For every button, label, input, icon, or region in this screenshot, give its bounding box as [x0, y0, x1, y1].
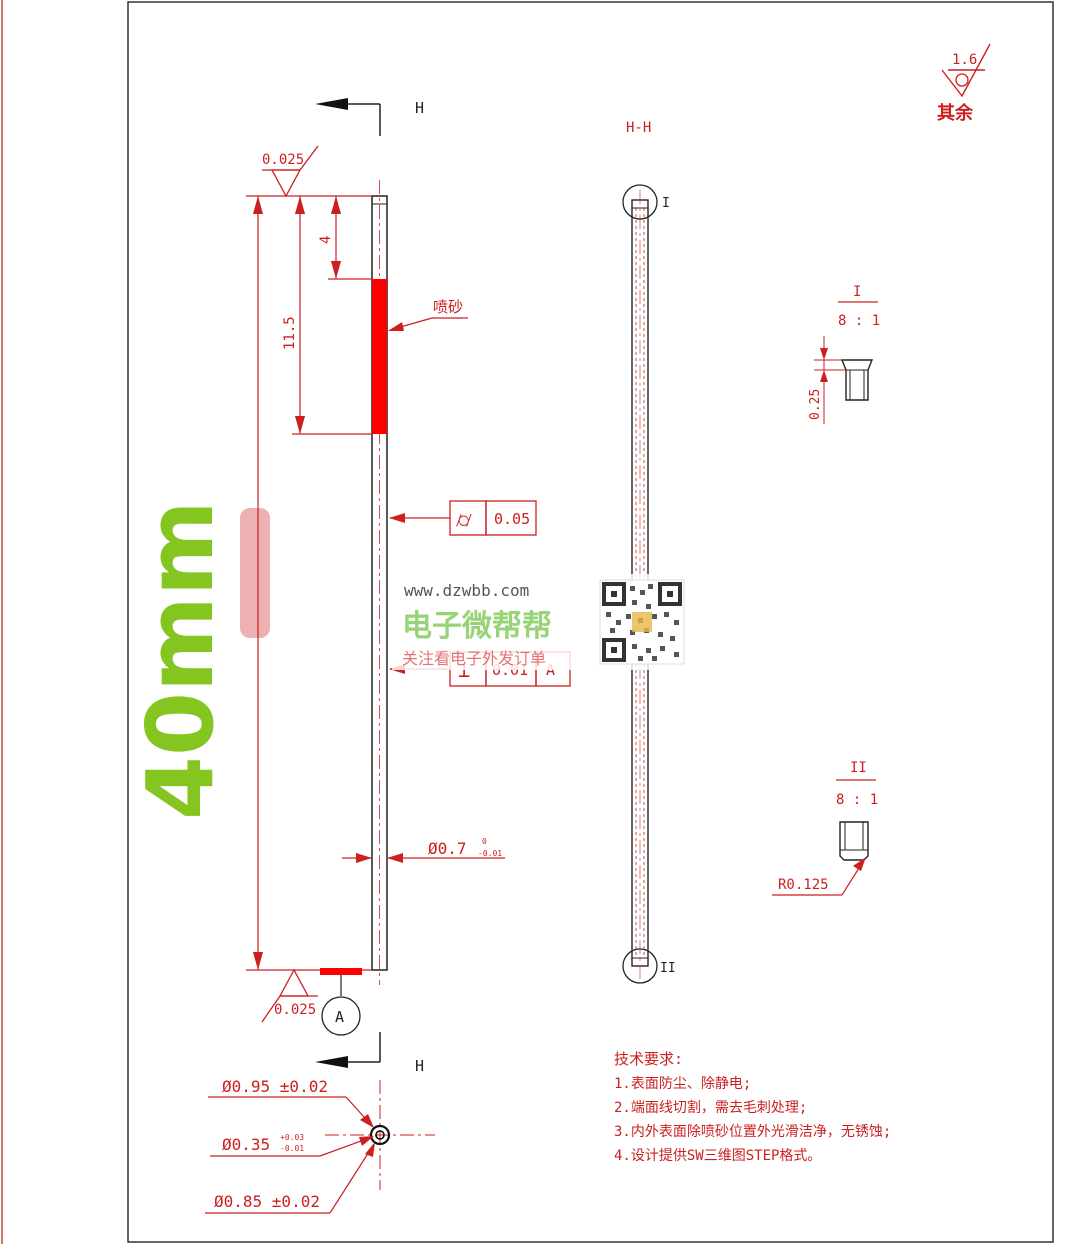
length-overlay: 40mm — [127, 500, 270, 820]
dim-4-label: 4 — [318, 236, 334, 244]
qr-code-icon — [599, 579, 685, 665]
datum-label: A — [335, 1008, 344, 1026]
detail-circle-I — [622, 184, 658, 220]
dia-035-label: Ø0.35 — [222, 1135, 270, 1154]
dim-4 — [328, 196, 372, 280]
section-marker-bottom: H — [315, 1032, 424, 1075]
sandblast-note: 喷砂 — [433, 298, 463, 316]
watermark-brand: 电子微帮帮 — [402, 609, 552, 644]
dim-025-label: 0.25 — [808, 389, 823, 420]
tech-item-2: 2.端面线切割，需去毛刺处理; — [614, 1099, 807, 1116]
flatness-symbol-bottom: 0.025 — [261, 968, 318, 1023]
tech-item-4: 4.设计提供SW三维图STEP格式。 — [614, 1148, 821, 1164]
length-overlay-label: 40mm — [127, 500, 234, 820]
section-marker-top: H — [315, 98, 424, 136]
dim-dia-095: Ø0.95 ±0.02 — [208, 1077, 374, 1128]
pin-main-view — [371, 180, 388, 985]
flatness-value-top: 0.025 — [262, 152, 304, 168]
detail-view-I: I 8 : 1 0.25 — [808, 284, 880, 424]
tech-item-3: 3.内外表面除喷砂位置外光滑洁净，无锈蚀; — [614, 1123, 891, 1140]
roughness-symbol: 1.6 其余 — [937, 43, 991, 124]
watermark-slogan: 关注看电子外发订单 — [402, 649, 546, 668]
dim-dia-085: Ø0.85 ±0.02 — [205, 1142, 375, 1214]
section-view-title: H-H — [626, 120, 651, 136]
dia-085-label: Ø0.85 ±0.02 — [214, 1192, 320, 1211]
flatness-symbol-top: 0.025 — [262, 145, 319, 198]
detail-II-title: II — [850, 760, 867, 776]
dia-07-label: Ø0.7 — [428, 839, 467, 858]
sandblast-zone — [372, 279, 387, 434]
end-view — [325, 1080, 435, 1190]
dia-07-tol-lower: -0.01 — [478, 849, 502, 858]
dim-dia-035: Ø0.35 +0.03 -0.01 — [210, 1133, 374, 1157]
flatness-value-bottom: 0.025 — [274, 1002, 316, 1018]
cylindricity-value: 0.05 — [494, 510, 530, 528]
detail-view-II: II 8 : 1 R0.125 — [772, 760, 878, 896]
watermark-url: www.dzwbb.com — [404, 581, 529, 600]
detail-II-scale: 8 : 1 — [836, 792, 878, 808]
dia-095-label: Ø0.95 ±0.02 — [222, 1077, 328, 1096]
section-label-bottom: H — [415, 1057, 424, 1075]
cylindricity-frame: ⌭ 0.05 — [389, 500, 537, 536]
dia-07-tol-upper: 0 — [482, 837, 487, 846]
tech-title: 技术要求: — [614, 1050, 683, 1068]
detail-circle-II — [622, 948, 658, 984]
section-label-top: H — [415, 99, 424, 117]
detail-I-scale: 8 : 1 — [838, 313, 880, 329]
watermark: www.dzwbb.com 电子微帮帮 关注看电子外发订单 — [392, 574, 688, 670]
detail-I-label: I — [662, 196, 670, 211]
tech-requirements: 技术要求: 1.表面防尘、除静电; 2.端面线切割，需去毛刺处理; 3.内外表面… — [614, 1050, 891, 1164]
dia-035-tol-lower: -0.01 — [280, 1144, 304, 1153]
sandblast-leader: 喷砂 — [388, 298, 468, 331]
detail-II-label: II — [660, 961, 676, 976]
radius-note: R0.125 — [778, 877, 829, 893]
dim-overall-length — [246, 195, 372, 971]
detail-I-title: I — [853, 284, 861, 300]
dia-035-tol-upper: +0.03 — [280, 1133, 304, 1142]
tech-item-1: 1.表面防尘、除静电; — [614, 1076, 751, 1092]
dim-11-5 — [292, 196, 372, 435]
datum-a: A — [320, 968, 362, 1036]
dim-dia-07: Ø0.7 0 -0.01 — [342, 837, 505, 863]
roughness-value: 1.6 — [952, 52, 977, 68]
roughness-note: 其余 — [937, 102, 974, 124]
cylindricity-symbol: ⌭ — [456, 508, 472, 533]
dim-11-5-label: 11.5 — [282, 316, 298, 350]
drawing-frame — [127, 1, 1054, 1243]
